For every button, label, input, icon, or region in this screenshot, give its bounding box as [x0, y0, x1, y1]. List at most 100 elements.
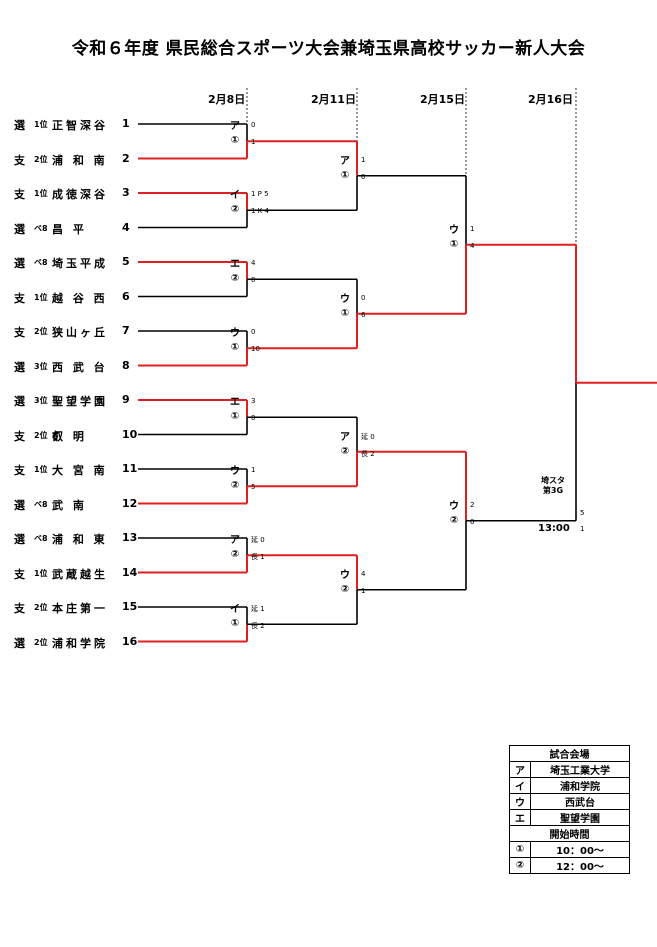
- match-venue: エ: [230, 397, 240, 409]
- team-number: 2: [122, 151, 130, 165]
- match-slot: ②: [340, 583, 350, 595]
- team-number: 6: [122, 289, 130, 303]
- score-bottom: 0: [470, 517, 475, 526]
- team-region: 選: [14, 636, 25, 650]
- date-round2: 2月11日: [311, 93, 356, 106]
- match-slot: ①: [340, 169, 350, 181]
- score-top: 1 P 5: [251, 190, 269, 199]
- team-number: 12: [122, 496, 138, 510]
- team-name: 武 南: [52, 498, 87, 512]
- date-round1: 2月8日: [208, 93, 246, 106]
- score-bottom: 0: [251, 414, 256, 423]
- score-top: 延 0: [251, 536, 265, 545]
- score-bottom: 10: [251, 345, 260, 354]
- score-top: 1: [470, 224, 475, 233]
- team-region: 支: [14, 188, 25, 201]
- team-region: 選: [14, 498, 25, 512]
- score-top: 3: [251, 397, 256, 406]
- match-venue: ウ: [340, 293, 350, 305]
- team-region: 選: [14, 257, 25, 270]
- match-venue: ウ: [230, 466, 240, 478]
- team-number: 7: [122, 324, 130, 337]
- match-venue: ウ: [449, 500, 459, 512]
- match-slot: ①: [340, 307, 350, 319]
- legend-venue-name: 埼玉工業大学: [530, 761, 630, 778]
- score-bottom: 長 2: [361, 449, 375, 458]
- team-name: 成徳深谷: [52, 188, 108, 201]
- team-number: 10: [122, 427, 138, 441]
- team-number: 11: [122, 462, 138, 475]
- match-slot: ①: [230, 342, 240, 354]
- team-name: 正智深谷: [52, 119, 108, 132]
- legend-venue-key: エ: [509, 809, 531, 826]
- team-region: 選: [14, 533, 25, 546]
- score-bottom: 長 2: [251, 622, 265, 631]
- team-name: 浦和学院: [52, 636, 108, 650]
- team-number: 9: [122, 393, 130, 406]
- team-region: 選: [14, 222, 25, 236]
- score-bottom: 0: [361, 172, 366, 181]
- team-rank: 2位: [34, 327, 48, 336]
- team-rank: 2位: [34, 637, 48, 647]
- score-bottom: 1: [361, 586, 366, 595]
- score-bottom: 1 K 4: [251, 207, 269, 216]
- team-region: 支: [14, 429, 25, 443]
- team-region: 選: [14, 360, 25, 374]
- legend-venue-name: 聖望学園: [530, 809, 630, 826]
- legend-time-value: 10：00～: [530, 841, 630, 858]
- legend-venue-key: ウ: [509, 793, 531, 810]
- team-rank: ベ8: [34, 499, 48, 509]
- match-venue: エ: [230, 259, 240, 271]
- match-slot: ②: [230, 549, 240, 561]
- score-top: 0: [251, 121, 256, 130]
- team-region: 選: [14, 395, 25, 408]
- team-region: 支: [14, 153, 25, 167]
- score-top: 延 0: [361, 432, 375, 441]
- team-name: 浦 和 南: [52, 153, 108, 167]
- match-venue: ウ: [230, 328, 240, 340]
- team-rank: ベ8: [34, 258, 48, 267]
- team-region: 支: [14, 326, 25, 339]
- match-slot: ①: [449, 238, 459, 250]
- match-venue: ウ: [449, 224, 459, 236]
- match-slot: ①: [230, 135, 240, 147]
- match-slot: ②: [230, 273, 240, 285]
- team-name: 昌 平: [52, 222, 87, 236]
- final-score-bottom: 1: [580, 525, 585, 533]
- score-top: 延 1: [251, 605, 265, 614]
- team-rank: 1位: [34, 120, 48, 129]
- team-name: 武蔵越生: [52, 567, 108, 581]
- match-slot: ①: [230, 618, 240, 630]
- match-slot: ②: [230, 480, 240, 492]
- team-name: 狭山ヶ丘: [52, 326, 108, 339]
- match-slot: ②: [230, 204, 240, 216]
- team-number: 8: [122, 358, 130, 372]
- team-rank: 1位: [34, 189, 48, 198]
- team-name: 埼玉平成: [52, 257, 108, 270]
- team-rank: 1位: [34, 292, 48, 302]
- score-top: 1: [361, 155, 366, 164]
- team-number: 14: [122, 565, 138, 579]
- match-venue: イ: [230, 604, 240, 616]
- legend-venue-name: 西武台: [530, 793, 630, 810]
- match-venue: ア: [340, 431, 350, 443]
- final-venue-line2: 第3G: [542, 486, 564, 495]
- team-region: 支: [14, 291, 25, 305]
- score-bottom: 1: [251, 138, 256, 147]
- team-number: 1: [122, 117, 130, 130]
- team-rank: 2位: [34, 154, 48, 164]
- score-top: 4: [251, 259, 256, 268]
- legend-venue-key: イ: [509, 777, 531, 794]
- legend-time-header: 開始時間: [509, 825, 630, 842]
- match-slot: ①: [230, 411, 240, 423]
- tournament-title: 令和６年度 県民総合スポーツ大会兼埼玉県高校サッカー新人大会: [71, 39, 586, 59]
- team-number: 13: [122, 531, 138, 544]
- legend-time-key: ②: [509, 857, 531, 874]
- score-top: 2: [470, 500, 475, 509]
- team-region: 選: [14, 119, 25, 132]
- team-name: 西 武 台: [52, 360, 108, 374]
- team-name: 越 谷 西: [52, 291, 108, 305]
- final-venue-line1: 埼スタ: [541, 476, 565, 485]
- match-slot: ②: [340, 445, 350, 457]
